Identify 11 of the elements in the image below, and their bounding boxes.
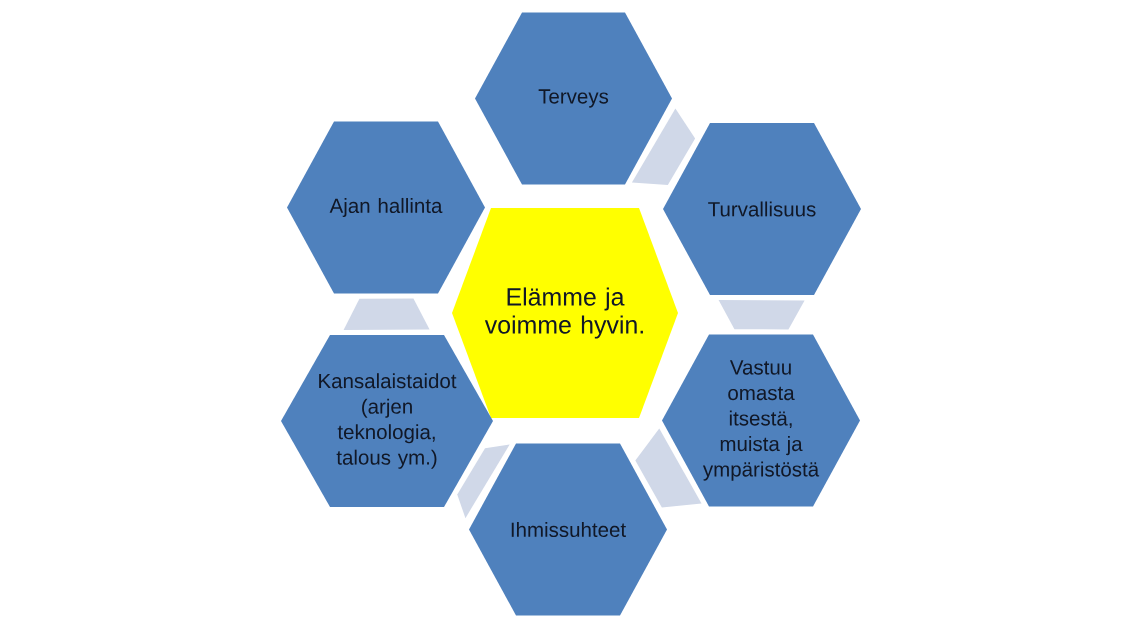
hexagon: Ajan hallinta bbox=[287, 121, 485, 294]
hexagon: Turvallisuus bbox=[663, 123, 861, 295]
connector bbox=[343, 298, 430, 330]
hexagon: Terveys bbox=[475, 12, 672, 185]
hexagon: Ihmissuhteet bbox=[469, 443, 667, 616]
hexagon: Vastuu omasta itsestä, muista ja ympäristöstä bbox=[662, 334, 860, 507]
hexagon: Kansalaistaidot (arjen teknologia, talous ym.) bbox=[281, 335, 493, 507]
connector bbox=[631, 108, 696, 186]
connector bbox=[718, 300, 805, 330]
connector bbox=[457, 444, 510, 519]
connector bbox=[635, 428, 702, 508]
